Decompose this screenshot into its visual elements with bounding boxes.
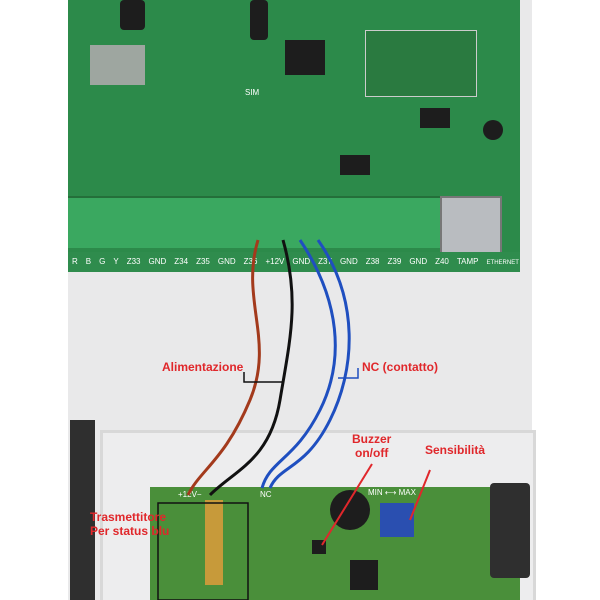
terminal-label: Z36 [243, 257, 258, 266]
terminal-label: Z33 [126, 257, 141, 266]
gsm-module [90, 45, 145, 85]
sensitivity-label: Sensibilità [425, 443, 486, 457]
terminal-label: Z39 [387, 257, 402, 266]
power-pointer [243, 372, 282, 383]
terminal-label: Y [113, 257, 119, 266]
red-wire [186, 239, 261, 496]
sensitivity-trimmer [380, 503, 414, 537]
buzzer-arrow [321, 463, 373, 546]
microphone [483, 120, 503, 140]
terminal-label: G [99, 257, 106, 266]
enclosure-edge [70, 420, 95, 600]
terminal-label: Z38 [365, 257, 380, 266]
terminal-label: Z40 [435, 257, 449, 266]
transmitter-box [157, 502, 249, 600]
terminal-block [68, 196, 443, 248]
terminal-label: Z34 [174, 257, 189, 266]
black-wire [208, 239, 294, 497]
terminal-label: GND [217, 257, 236, 266]
power-label: Alimentazione [162, 360, 244, 374]
capacitor [250, 0, 268, 40]
buzzer-label-line2: on/off [355, 446, 389, 460]
transmitter-label-line1: Trasmettitore [90, 510, 167, 524]
ic-chip [350, 560, 378, 590]
blue-wire [268, 239, 351, 489]
ic-chip [285, 40, 325, 75]
sensitivity-arrow [409, 469, 431, 521]
blue-wire [260, 239, 337, 489]
terminal-label: GND [148, 257, 167, 266]
ic-chip [420, 108, 450, 128]
range-silkscreen: MIN ⟷ MAX [368, 488, 416, 497]
transmitter-label-line2: Per status blu [90, 524, 170, 538]
sensor-housing [490, 483, 530, 578]
terminal-label: Z37 [318, 257, 332, 266]
buzzer-label-line1: Buzzer [352, 432, 392, 446]
buzzer [330, 490, 370, 530]
antenna-coil [205, 500, 223, 585]
terminal-label: +12V [265, 257, 285, 266]
nc-label: NC (contatto) [362, 360, 438, 374]
nc-silkscreen: NC [260, 490, 272, 499]
terminal-label: R [72, 257, 78, 266]
terminal-label: Z35 [196, 257, 210, 266]
terminal-label: GND [409, 257, 428, 266]
terminal-label: TAMP [456, 257, 479, 266]
nc-pointer [338, 368, 359, 379]
terminal-label: GND [339, 257, 358, 266]
sim-label: SIM [245, 88, 260, 97]
terminal-label: ETHERNET [486, 260, 519, 266]
capacitor [120, 0, 145, 30]
ic-chip [340, 155, 370, 175]
terminal-label: B [85, 257, 92, 266]
terminal-label: GND [292, 257, 311, 266]
daughter-board [365, 30, 477, 97]
